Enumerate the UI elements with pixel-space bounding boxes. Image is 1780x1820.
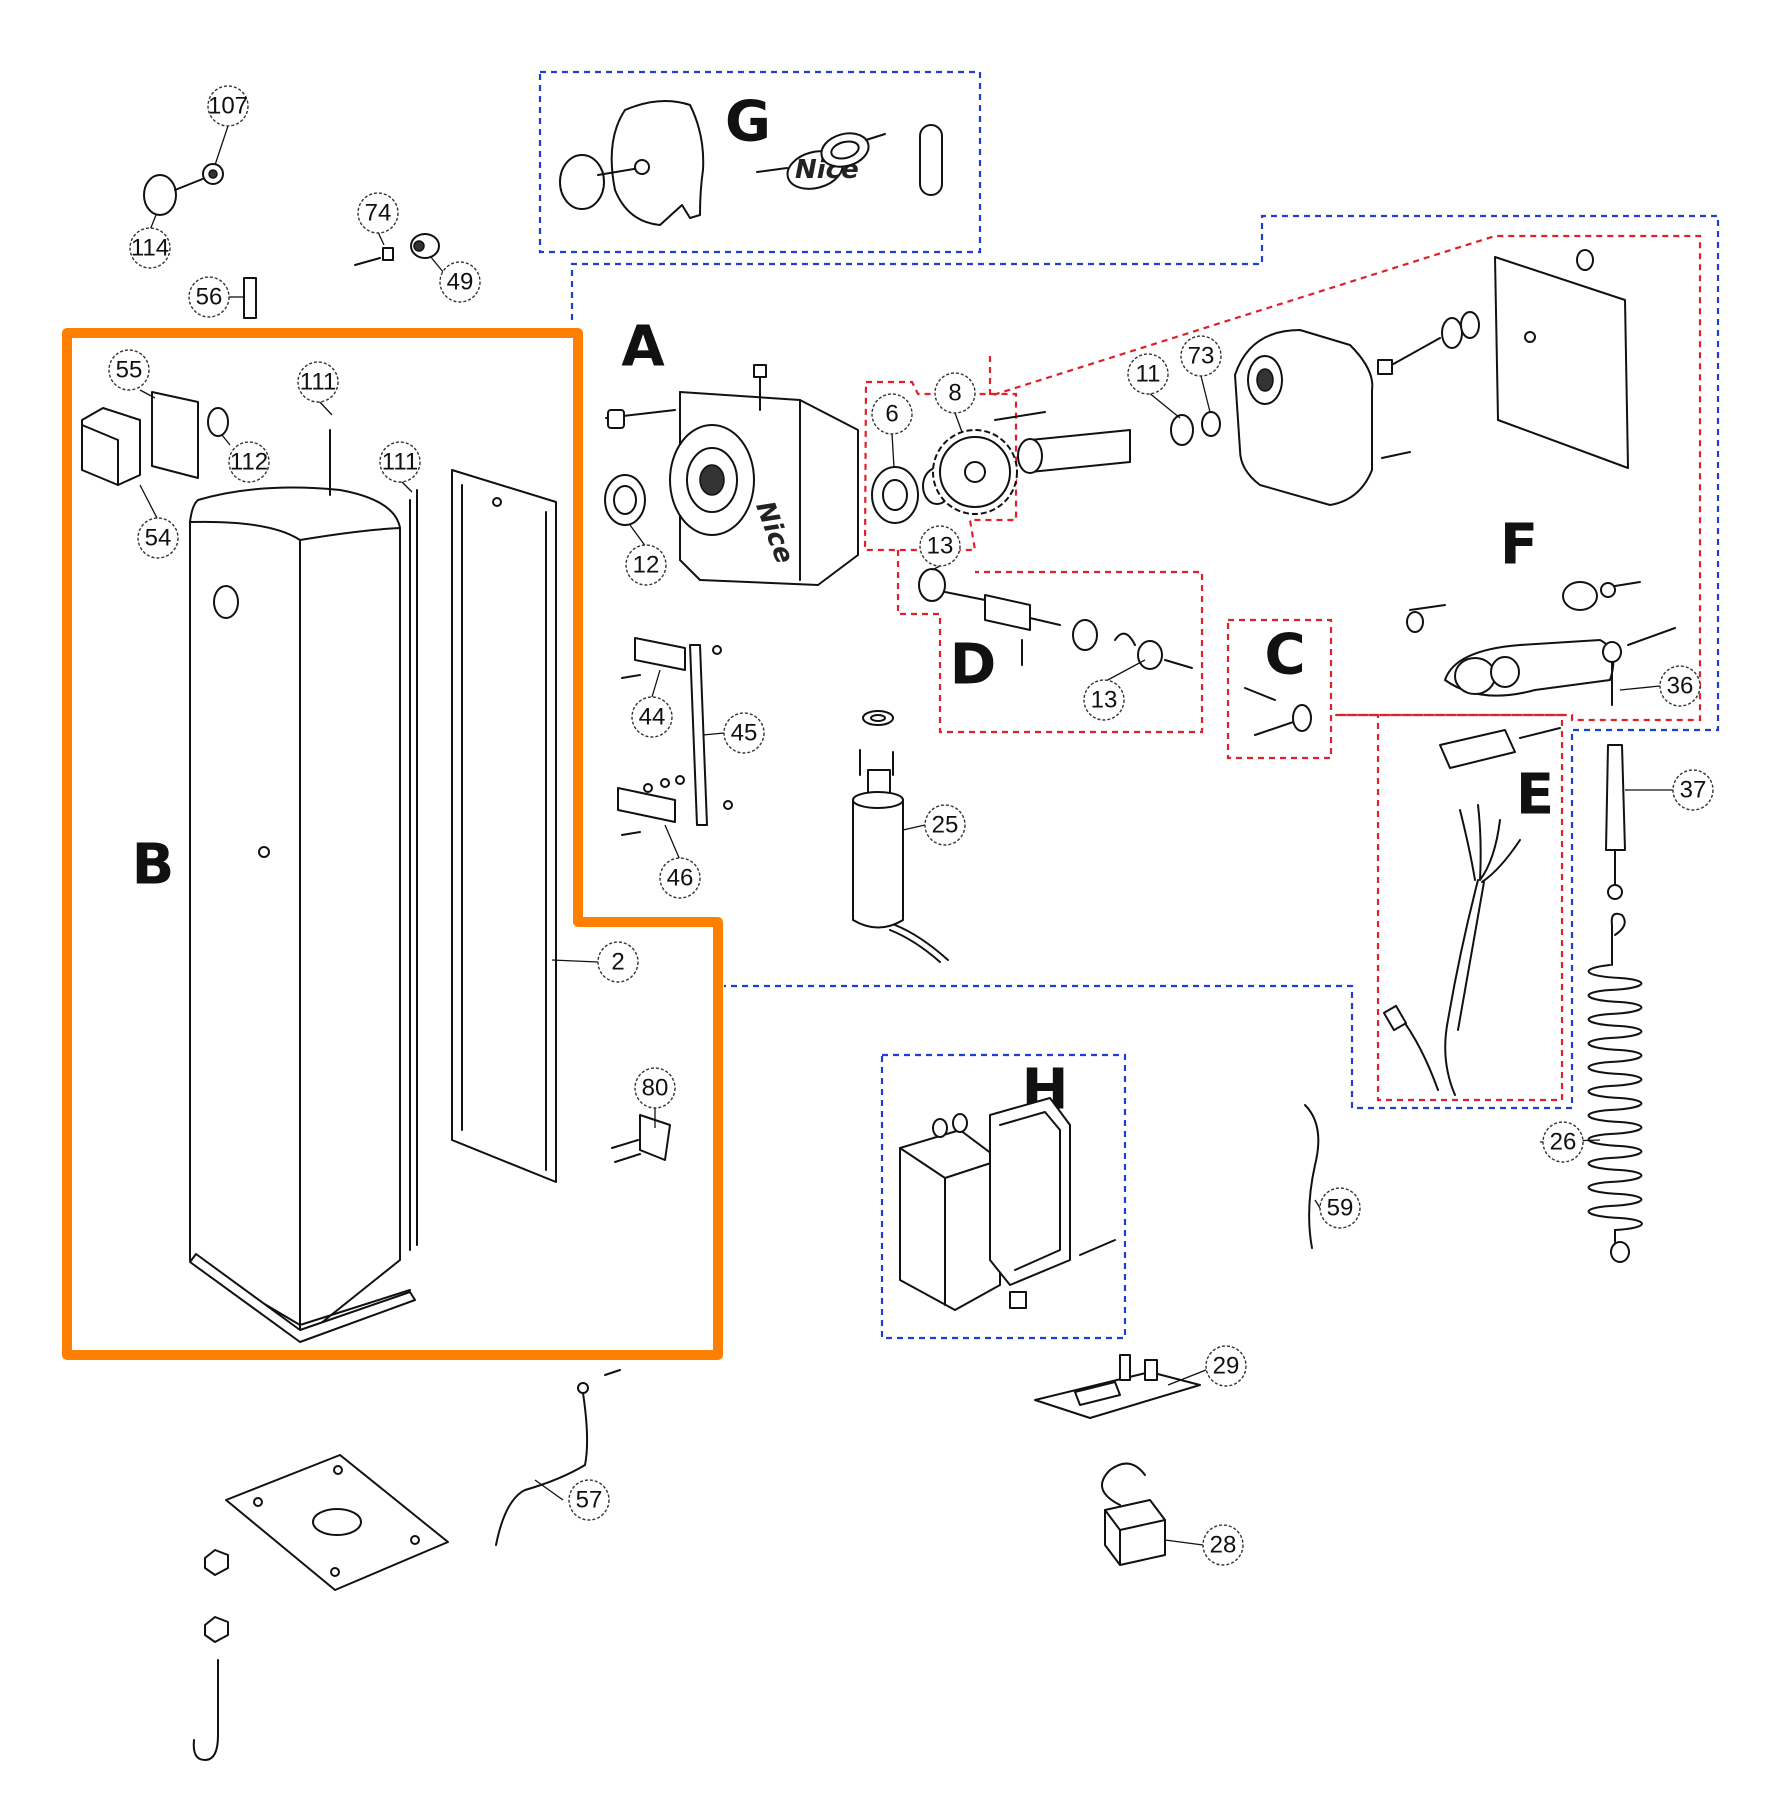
callout-46: 46 [659,857,701,899]
svg-text:111: 111 [300,369,336,396]
svg-text:11: 11 [1136,361,1161,388]
group-f-outline [988,234,1702,722]
callout-13-b: 13 [1083,679,1125,721]
svg-text:55: 55 [116,357,143,384]
group-e-outline [1336,713,1564,1102]
svg-text:6: 6 [885,401,898,428]
group-label-e: E [1516,763,1554,828]
capacitor-28 [1101,1462,1166,1566]
svg-text:37: 37 [1680,777,1707,804]
group-c-outline [1226,618,1333,760]
group-g-outline [538,70,982,254]
group-b-parts [81,391,671,1343]
group-label-a: A [621,315,665,380]
callout-36: 36 [1659,665,1701,707]
callout-6: 6 [871,393,913,435]
red-group-outlines [863,234,1702,1102]
group-d-outline [896,550,1204,734]
blue-group-outlines [538,70,1720,1340]
group-label-d: D [950,633,996,698]
svg-text:49: 49 [447,269,474,296]
callout-80: 80 [634,1067,676,1109]
cable-59 [1304,1104,1320,1249]
callout-74: 74 [357,192,399,234]
small-parts-top-left [143,163,440,319]
svg-text:59: 59 [1327,1195,1354,1222]
callout-45: 45 [723,712,765,754]
gear-parts [871,411,1221,524]
svg-text:13: 13 [927,533,954,560]
callout-29: 29 [1205,1345,1247,1387]
group-f-parts [1234,249,1676,706]
callout-44: 44 [631,696,673,738]
svg-text:29: 29 [1213,1353,1240,1380]
base-plate-assembly [192,1454,449,1761]
group-label-c: C [1264,623,1305,688]
callout-114: 114 [129,227,171,269]
svg-text:36: 36 [1667,673,1694,700]
svg-text:80: 80 [642,1075,669,1102]
spring-assembly [1587,744,1643,1263]
callout-112: 112 [228,441,270,483]
svg-text:56: 56 [196,284,223,311]
svg-text:57: 57 [576,1487,603,1514]
group-d-parts [918,568,1193,670]
svg-text:28: 28 [1210,1532,1237,1559]
callout-13-a: 13 [919,525,961,567]
callout-57: 57 [568,1479,610,1521]
group-label-g: G [725,90,771,155]
group-b-outline [62,328,723,1360]
callout-26: 26 [1542,1121,1584,1163]
svg-text:107: 107 [208,93,248,120]
brackets-44-46 [617,637,733,836]
callout-107: 107 [207,85,249,127]
svg-text:114: 114 [131,235,169,262]
svg-text:45: 45 [731,720,758,747]
svg-text:44: 44 [639,704,666,731]
svg-text:54: 54 [145,525,172,552]
callout-25: 25 [924,804,966,846]
cable-57 [495,1369,621,1546]
callout-11: 11 [1127,353,1169,395]
group-label-b: B [132,833,175,898]
callout-54: 54 [137,517,179,559]
callout-2: 2 [597,941,639,983]
group-e-parts [1382,727,1561,1096]
svg-text:12: 12 [633,552,660,579]
group-a-parts: Nice [604,364,859,586]
svg-text:73: 73 [1188,343,1215,370]
callout-12: 12 [625,544,667,586]
svg-text:2: 2 [611,949,624,976]
svg-text:112: 112 [230,449,268,476]
svg-text:46: 46 [667,865,694,892]
motor-25 [852,710,949,963]
callout-111-b: 111 [379,441,421,483]
svg-text:74: 74 [365,200,392,227]
group-c-parts [1244,687,1312,736]
callout-8: 8 [934,372,976,414]
svg-text:13: 13 [1091,687,1118,714]
callout-111-a: 111 [297,361,339,403]
callout-55: 55 [108,349,150,391]
callout-56: 56 [188,276,230,318]
control-board-29 [1034,1354,1201,1419]
svg-text:8: 8 [948,380,961,407]
svg-text:25: 25 [932,812,959,839]
callout-37: 37 [1672,769,1714,811]
group-6-8-outline [863,380,1018,552]
group-h-parts [899,1097,1116,1311]
svg-text:111: 111 [382,449,418,476]
spring-coils [1587,964,1643,1231]
svg-text:26: 26 [1550,1129,1577,1156]
callout-59: 59 [1319,1187,1361,1229]
callout-49: 49 [439,261,481,303]
callout-28: 28 [1202,1524,1244,1566]
callout-73: 73 [1180,335,1222,377]
group-label-f: F [1500,513,1538,578]
group-g-parts: Nice [559,100,943,226]
group-h-outline [880,1053,1127,1340]
group-a-outline [570,214,1720,1110]
